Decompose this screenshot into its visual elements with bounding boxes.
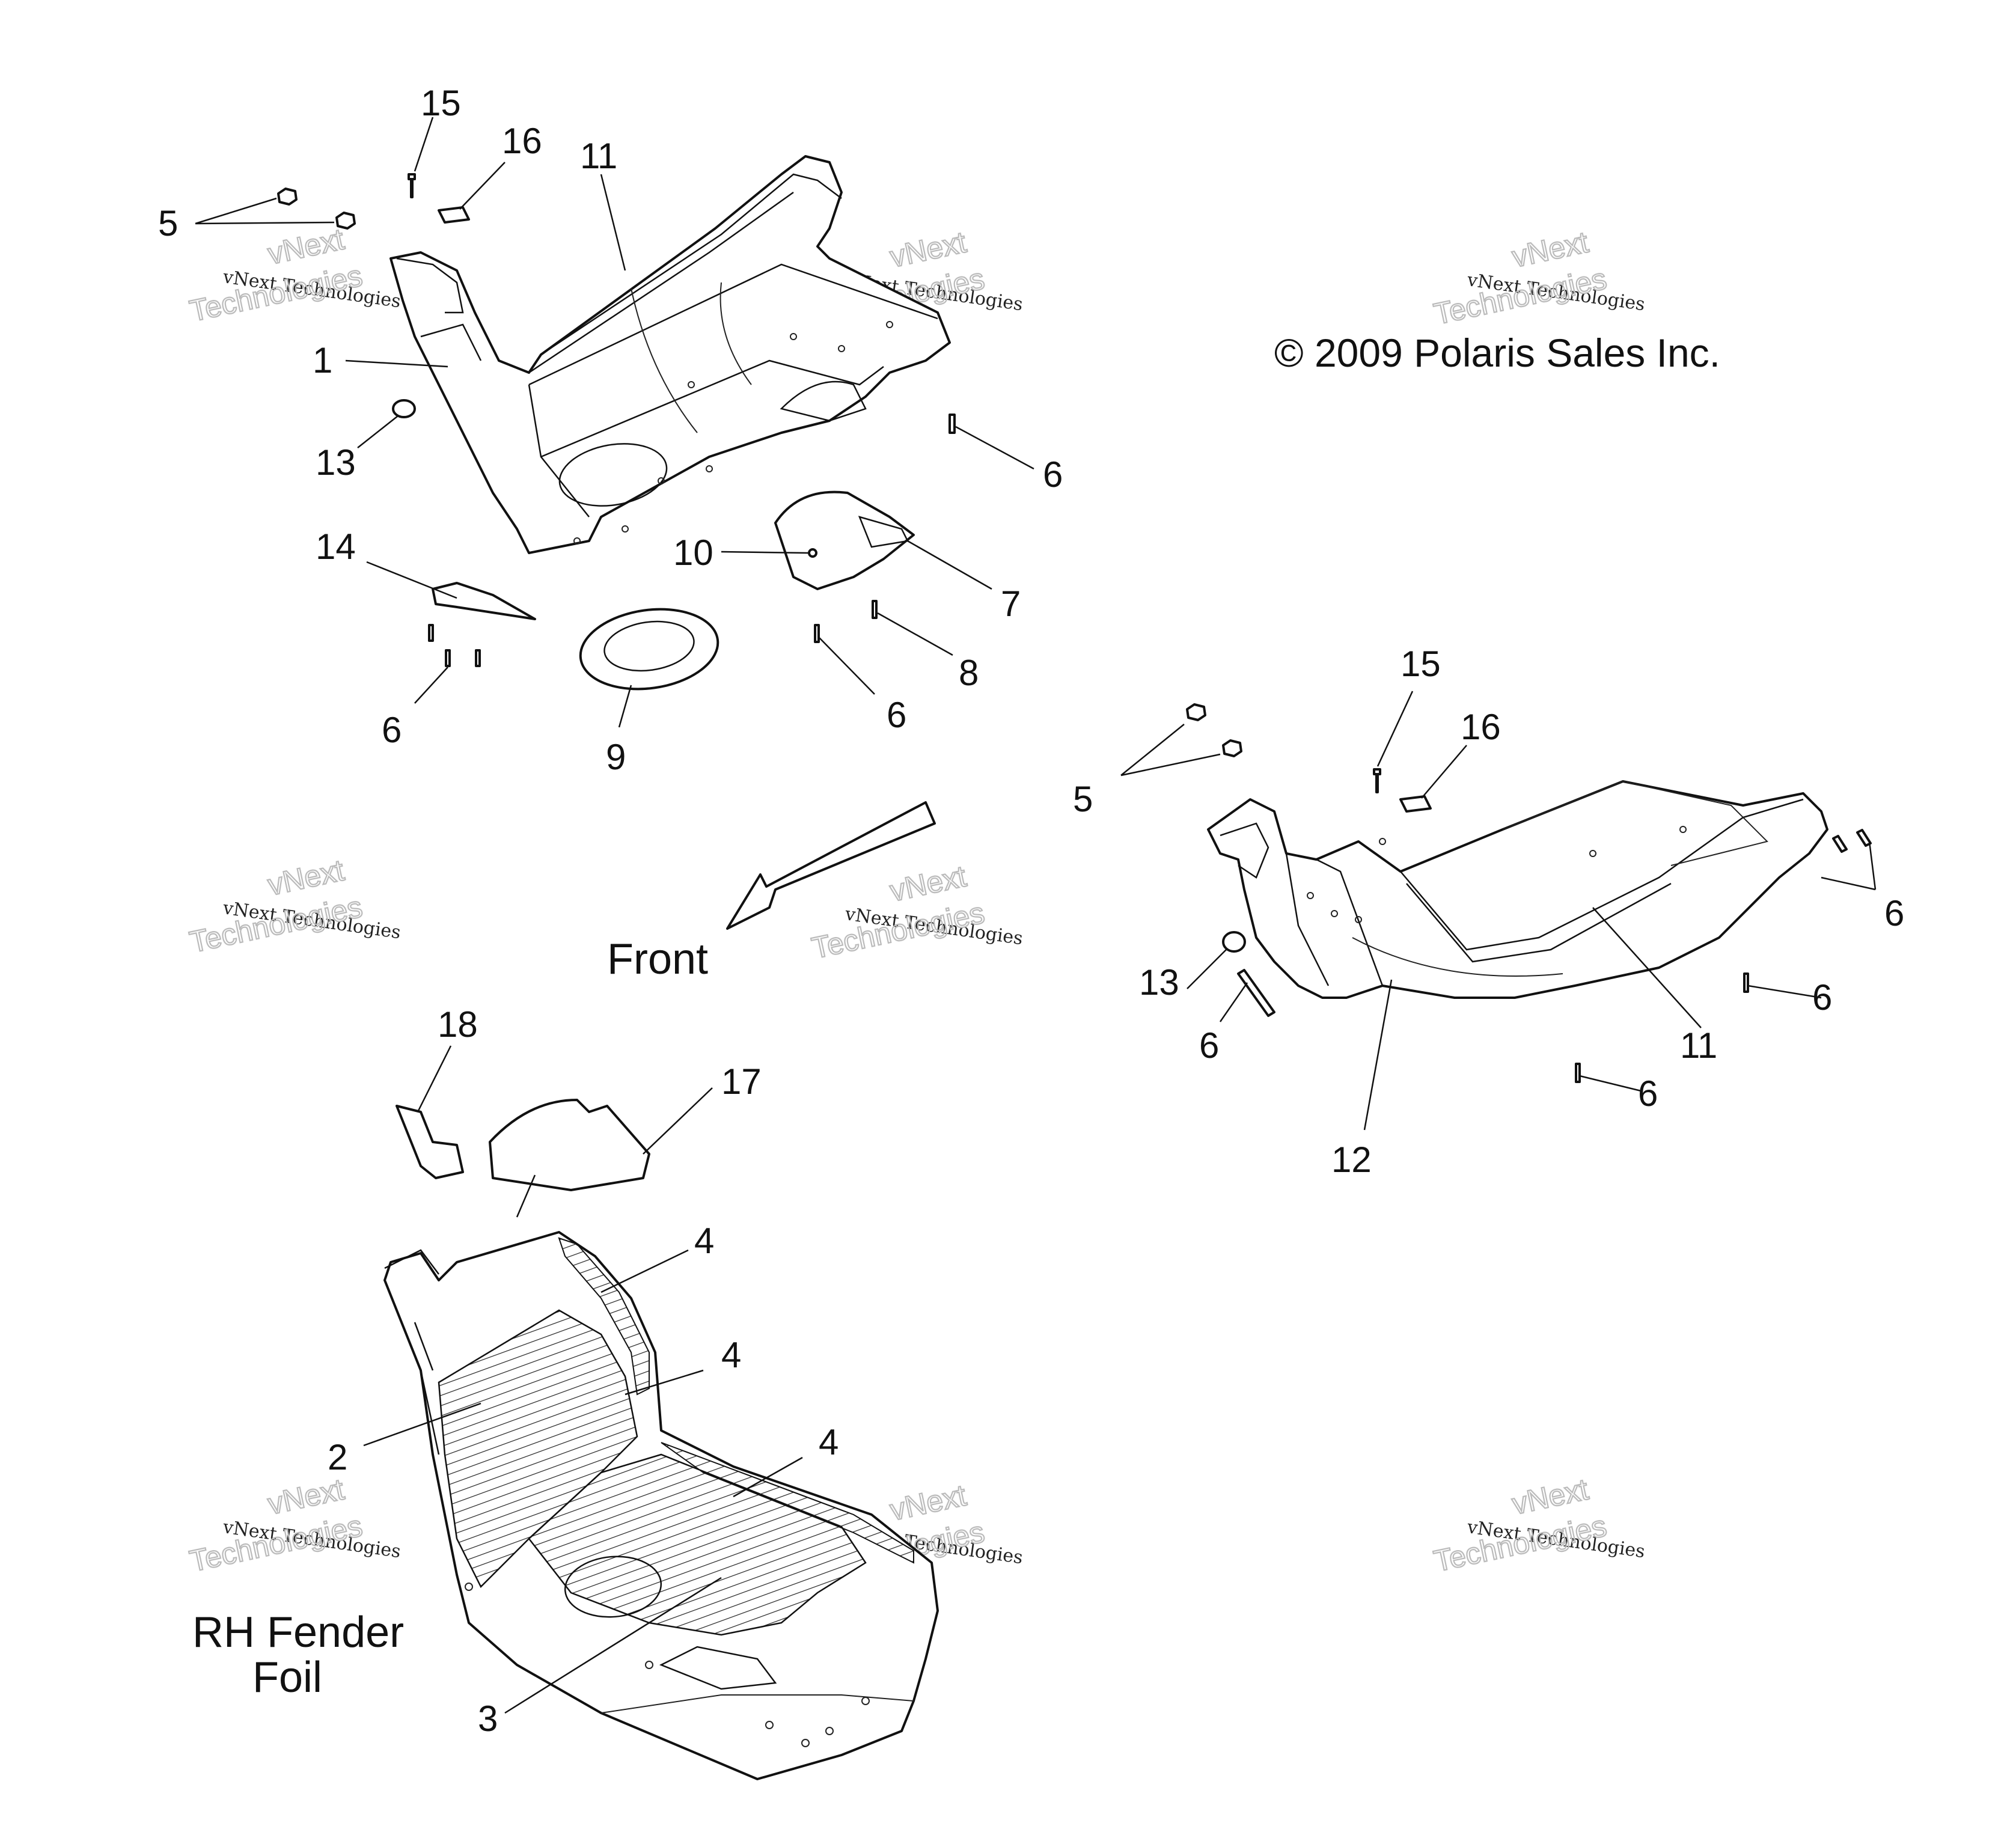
callout-4-c: 4 bbox=[819, 1422, 838, 1462]
leader-11-right bbox=[1592, 907, 1702, 1028]
footwell-opening bbox=[558, 443, 668, 507]
callout-14: 14 bbox=[316, 527, 356, 567]
callout-15: 15 bbox=[1401, 644, 1441, 684]
fastener-5-right bbox=[1120, 703, 1242, 777]
foil-4-rail bbox=[661, 1442, 914, 1564]
callout-6-right: 6 bbox=[1043, 454, 1063, 495]
left-bracket bbox=[396, 257, 482, 361]
lower-footwell-assembly bbox=[383, 1231, 939, 1780]
watermark: vNext vNext Technologies Technologies bbox=[186, 1471, 402, 1579]
callout-11: 11 bbox=[1680, 1025, 1717, 1066]
callout-5: 5 bbox=[1073, 779, 1093, 819]
footwell-opening-lower bbox=[564, 1555, 662, 1618]
callouts-lower: 18 17 4 4 2 4 3 bbox=[328, 1004, 838, 1739]
fastener-15-upper bbox=[408, 117, 434, 198]
rivet-6-upper-right bbox=[948, 414, 1034, 470]
part-17 bbox=[489, 1099, 650, 1191]
callouts-upper: 15 16 11 5 1 13 6 14 10 7 8 6 9 6 bbox=[158, 83, 1063, 777]
callout-9: 9 bbox=[606, 737, 626, 777]
screw-10 bbox=[721, 548, 817, 558]
caption-line1: RH Fender bbox=[192, 1608, 404, 1656]
part-1-footwell bbox=[389, 155, 951, 554]
rail-11-right bbox=[1400, 798, 1804, 963]
callout-17: 17 bbox=[721, 1061, 762, 1102]
callout-11: 11 bbox=[580, 136, 617, 176]
watermark: vNext vNext Technologies Technologies bbox=[1431, 224, 1646, 332]
callout-2: 2 bbox=[328, 1437, 347, 1477]
callout-18: 18 bbox=[438, 1004, 478, 1045]
inner-wall bbox=[1285, 853, 1384, 986]
watermark: vNext vNext Technologies Technologies bbox=[186, 852, 402, 960]
rivet-6-right-d bbox=[1575, 1063, 1642, 1092]
foil-pieces bbox=[396, 1045, 713, 1218]
callout-6-left: 6 bbox=[382, 710, 402, 750]
callout-3: 3 bbox=[478, 1699, 498, 1739]
part-18 bbox=[396, 1105, 464, 1179]
rivet-6-right-c bbox=[1743, 972, 1822, 999]
leader-11-upper bbox=[600, 174, 626, 271]
callout-5: 5 bbox=[158, 203, 178, 243]
floor-panel bbox=[528, 263, 938, 517]
callout-6-b: 6 bbox=[1199, 1025, 1219, 1066]
callout-12: 12 bbox=[1331, 1140, 1372, 1180]
callout-6-mid: 6 bbox=[887, 695, 906, 735]
grommet-13-upper bbox=[357, 399, 416, 448]
watermark: vNext vNext Technologies Technologies bbox=[186, 221, 402, 329]
right-fender-assembly bbox=[1207, 780, 1828, 999]
fastener-5-upper bbox=[195, 188, 356, 230]
cover-7 bbox=[774, 490, 992, 590]
ring-9 bbox=[579, 608, 719, 728]
rivet-6-right-a bbox=[1821, 829, 1877, 891]
callout-1: 1 bbox=[313, 340, 332, 380]
bracket-14 bbox=[366, 561, 536, 620]
rivets-6-upper-left bbox=[414, 624, 481, 704]
leader-12 bbox=[1363, 979, 1393, 1131]
callout-4-b: 4 bbox=[721, 1335, 741, 1375]
callouts-right: 15 16 5 6 13 6 6 11 6 12 bbox=[1073, 644, 1904, 1180]
rh-fender-foil-caption: RH Fender Foil bbox=[192, 1608, 404, 1702]
callout-7: 7 bbox=[1001, 584, 1021, 624]
callout-6-a: 6 bbox=[1884, 893, 1904, 933]
callout-13: 13 bbox=[316, 442, 356, 483]
callout-16: 16 bbox=[502, 121, 542, 161]
rivet-6-upper-mid bbox=[814, 624, 875, 695]
front-label: Front bbox=[607, 935, 708, 983]
front-arrow: Front bbox=[607, 801, 936, 983]
caption-line2: Foil bbox=[252, 1653, 322, 1702]
watermark: vNext vNext Technologies Technologies bbox=[808, 858, 1024, 966]
callout-8: 8 bbox=[959, 653, 979, 693]
copyright-text: © 2009 Polaris Sales Inc. bbox=[1274, 331, 1720, 375]
watermark: vNext vNext Technologies Technologies bbox=[1431, 1471, 1646, 1579]
grommet-13-right bbox=[1187, 931, 1246, 989]
leader-1-upper bbox=[345, 359, 448, 368]
leaders-lower bbox=[363, 1249, 803, 1714]
callout-6-c: 6 bbox=[1812, 977, 1832, 1018]
clip-16-right bbox=[1399, 745, 1467, 813]
callout-4-a: 4 bbox=[694, 1221, 714, 1261]
callout-10: 10 bbox=[673, 533, 713, 573]
callout-6-d: 6 bbox=[1638, 1073, 1658, 1114]
callout-15: 15 bbox=[421, 83, 461, 123]
upper-footwell-assembly bbox=[389, 155, 951, 554]
rivet-8 bbox=[872, 600, 953, 656]
rail-11 bbox=[528, 173, 842, 374]
callout-16: 16 bbox=[1461, 707, 1501, 747]
clip-16-upper bbox=[438, 162, 506, 224]
foil-4-strip bbox=[558, 1237, 650, 1396]
fastener-15-right bbox=[1373, 691, 1414, 793]
part-12-fender bbox=[1207, 780, 1828, 999]
rivet-6-right-b bbox=[1219, 969, 1275, 1022]
callout-13: 13 bbox=[1139, 962, 1179, 1003]
foil-3 bbox=[528, 1453, 867, 1636]
